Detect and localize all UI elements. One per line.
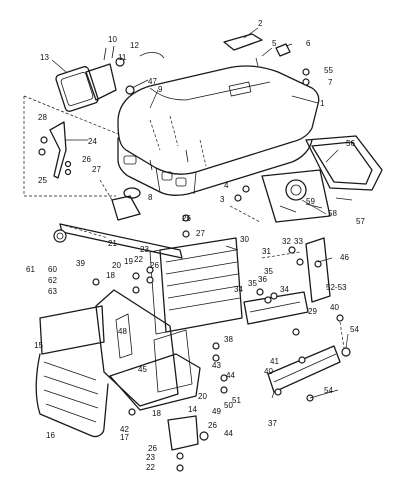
callout-20-lower: 20 — [198, 392, 207, 401]
callout-26-e: 26 — [148, 444, 157, 453]
leader-lines — [51, 27, 353, 399]
callout-41: 41 — [270, 357, 279, 366]
callout-35-b: 35 — [264, 267, 273, 276]
callout-5: 5 — [272, 39, 277, 48]
callout-9: 9 — [158, 85, 163, 94]
callout-8: 8 — [148, 193, 153, 202]
callout-7: 7 — [328, 78, 333, 87]
cross-bar-part — [53, 195, 183, 259]
callout-45: 45 — [138, 365, 147, 374]
callout-13: 13 — [40, 53, 49, 62]
callout-44-b: 44 — [224, 429, 233, 438]
callout-14: 14 — [188, 405, 197, 414]
callout-6: 6 — [306, 39, 311, 48]
callout-54-b: 54 — [324, 386, 333, 395]
callout-18-lower: 18 — [152, 409, 161, 418]
callout-61: 61 — [26, 265, 35, 274]
callout-30: 30 — [240, 235, 249, 244]
callout-56: 56 — [346, 139, 355, 148]
support-bracket-part — [38, 121, 72, 179]
callout-50: 50 — [224, 401, 233, 410]
callout-36: 36 — [258, 275, 267, 284]
callout-26-b: 26 — [182, 214, 191, 223]
callout-11: 11 — [118, 53, 127, 62]
callout-16: 16 — [46, 431, 55, 440]
callout-3: 3 — [220, 195, 225, 204]
callout-4: 4 — [224, 181, 229, 190]
callout-46: 46 — [340, 253, 349, 262]
callout-37: 37 — [268, 419, 277, 428]
callout-35-a: 35 — [248, 279, 257, 288]
callout-28: 28 — [38, 113, 47, 122]
callout-12: 12 — [130, 41, 139, 50]
callout-60: 60 — [48, 265, 57, 274]
callout-22-upper: 22 — [134, 255, 143, 264]
callout-10: 10 — [108, 35, 117, 44]
fasteners — [92, 68, 351, 472]
callout-23-upper: 23 — [140, 245, 149, 254]
callout-58: 58 — [328, 209, 337, 218]
callout-42: 42 — [120, 425, 129, 434]
callout-34-a: 34 — [234, 285, 243, 294]
callout-23-lower: 23 — [146, 453, 155, 462]
hood-part — [117, 65, 320, 196]
callout-18-upper: 18 — [106, 271, 115, 280]
nose-housing-part — [95, 289, 201, 451]
callout-51: 51 — [232, 396, 241, 405]
callout-20-upper: 20 — [112, 261, 121, 270]
callout-29: 29 — [308, 307, 317, 316]
grille-part — [149, 237, 243, 335]
callout-27-b: 27 — [196, 229, 205, 238]
callout-17: 17 — [120, 433, 129, 442]
callout-38: 38 — [224, 335, 233, 344]
callout-32: 32 — [282, 237, 291, 246]
callout-40-b: 40 — [264, 367, 273, 376]
callout-52-53: 52-53 — [326, 283, 347, 292]
callout-57: 57 — [356, 217, 365, 226]
callout-26-a: 26 — [82, 155, 91, 164]
front-weight-part — [35, 305, 109, 438]
callout-2: 2 — [258, 19, 263, 28]
assembly-lines — [23, 95, 345, 349]
callout-40-a: 40 — [330, 303, 339, 312]
callout-24: 24 — [88, 137, 97, 146]
callout-34-b: 34 — [280, 285, 289, 294]
callout-43: 43 — [212, 361, 221, 370]
callout-labels: 1 2 3 4 5 6 7 8 9 10 11 12 13 14 15 16 1… — [26, 19, 365, 472]
callout-48: 48 — [118, 327, 127, 336]
callout-44-a: 44 — [226, 371, 235, 380]
callout-26-c: 26 — [150, 261, 159, 270]
callout-55: 55 — [324, 66, 333, 75]
callout-1: 1 — [320, 99, 325, 108]
callout-54-a: 54 — [350, 325, 359, 334]
callout-19: 19 — [124, 257, 133, 266]
side-panel-part — [243, 237, 331, 325]
callout-15: 15 — [34, 341, 43, 350]
callout-25: 25 — [38, 176, 47, 185]
callout-39: 39 — [76, 259, 85, 268]
access-panel-part — [223, 33, 291, 67]
callout-27-a: 27 — [92, 165, 101, 174]
callout-62: 62 — [48, 276, 57, 285]
callout-22-lower: 22 — [146, 463, 155, 472]
callout-21: 21 — [108, 239, 117, 248]
callout-47: 47 — [148, 77, 157, 86]
side-skirt-part — [267, 345, 341, 393]
callout-63: 63 — [48, 287, 57, 296]
callout-49: 49 — [212, 407, 221, 416]
callout-31: 31 — [262, 247, 271, 256]
callout-33: 33 — [294, 237, 303, 246]
callout-59: 59 — [306, 197, 315, 206]
work-lamp-part — [55, 45, 165, 112]
callout-26-d: 26 — [208, 421, 217, 430]
tail-lamp-part — [261, 135, 383, 223]
